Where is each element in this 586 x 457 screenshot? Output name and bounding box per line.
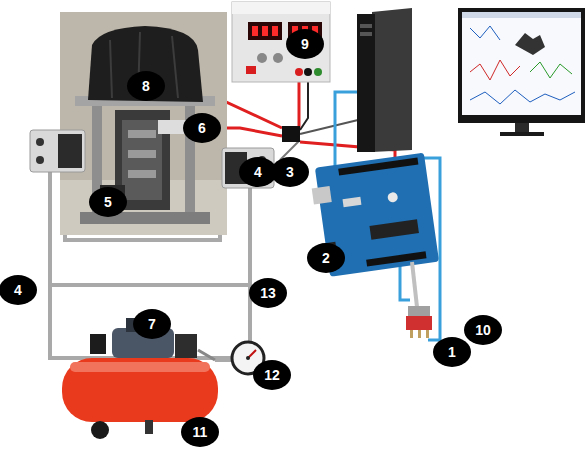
pc-tower	[357, 8, 412, 152]
mechanism	[128, 170, 156, 178]
callout-number: 6	[183, 113, 221, 143]
callout-number: 7	[133, 309, 171, 339]
valve-port	[36, 156, 44, 164]
callout-text: 10	[475, 323, 491, 337]
tower-front	[357, 14, 375, 152]
callout-text: 12	[264, 368, 280, 382]
crystal	[343, 197, 362, 207]
mechanism	[128, 130, 156, 138]
photo-background	[60, 12, 227, 235]
hose	[215, 358, 232, 362]
callout-number: 4	[239, 157, 277, 187]
wheel	[91, 421, 109, 439]
callout-text: 11	[193, 425, 208, 439]
callout-number: 11	[181, 417, 219, 447]
hose	[248, 185, 252, 358]
window-bar	[462, 12, 581, 18]
valve-coil	[58, 134, 82, 168]
callout-text: 2	[322, 251, 330, 265]
callout-number: 13	[249, 278, 287, 308]
drive-bay	[360, 32, 372, 36]
black-cover	[88, 26, 203, 102]
callout-text: 8	[142, 79, 150, 93]
monitor-screen	[462, 12, 581, 115]
supply-case	[232, 2, 330, 82]
callout-number: 5	[89, 187, 127, 217]
pin-header	[366, 251, 426, 266]
test-rig-photo	[60, 12, 227, 235]
tower-side	[372, 8, 412, 152]
drive-bay	[360, 24, 372, 28]
microcontroller	[369, 219, 418, 240]
black-wire	[300, 120, 358, 134]
supply-display	[248, 22, 282, 40]
solenoid-valve	[30, 130, 85, 172]
toggle-switch	[406, 262, 432, 338]
valve-port	[36, 138, 44, 146]
screen-plot	[530, 62, 572, 78]
callout-text: 1	[448, 345, 456, 359]
callout-text: 13	[260, 286, 276, 300]
screen-plot	[470, 26, 500, 40]
monitor-stand	[515, 123, 529, 133]
power-supply	[232, 2, 330, 82]
callout-number: 1	[433, 337, 471, 367]
hose	[50, 283, 250, 287]
outlet	[198, 350, 215, 360]
callout-text: 6	[198, 121, 206, 135]
switch-pin	[426, 330, 429, 338]
usb-port	[312, 186, 332, 204]
callout-text: 4	[14, 283, 22, 297]
callout-number: 9	[286, 29, 324, 59]
callout-number: 4	[0, 275, 37, 305]
terminal	[295, 68, 303, 76]
power-switch	[246, 66, 256, 74]
wheel	[191, 423, 209, 441]
air-tank	[62, 358, 218, 422]
monitor-base	[500, 132, 544, 136]
belt-guard	[175, 334, 197, 358]
screen-plot	[470, 90, 575, 104]
callout-text: 5	[104, 195, 112, 209]
cover-fold	[110, 32, 178, 98]
pin-header	[338, 158, 418, 176]
pressure-switch	[90, 334, 106, 354]
arduino-board	[309, 153, 439, 278]
terminal	[314, 68, 322, 76]
relay-module	[282, 126, 300, 142]
screen-plot	[470, 60, 520, 80]
switch-body	[406, 316, 432, 330]
foot	[145, 420, 153, 434]
callout-number: 2	[307, 243, 345, 273]
monitor	[458, 8, 585, 136]
supply-knob	[257, 53, 267, 63]
gauge-hub	[246, 356, 250, 360]
terminal	[304, 68, 312, 76]
valve-body	[30, 130, 85, 172]
callout-number: 12	[253, 360, 291, 390]
callout-text: 3	[286, 165, 294, 179]
tank-highlight	[70, 362, 210, 372]
supply-top	[232, 2, 330, 14]
callout-text: 4	[254, 165, 262, 179]
callout-number: 10	[464, 315, 502, 345]
sensor	[158, 120, 186, 134]
switch-pin	[410, 330, 413, 338]
switch-pin	[418, 330, 421, 338]
callout-text: 7	[148, 317, 156, 331]
mechanism	[122, 120, 162, 200]
supply-knob	[273, 53, 283, 63]
callout-number: 8	[127, 71, 165, 101]
callout-text: 9	[301, 37, 309, 51]
mechanism	[128, 150, 156, 158]
screen-image	[515, 33, 545, 55]
logo	[387, 192, 398, 203]
monitor-bezel	[458, 8, 585, 123]
